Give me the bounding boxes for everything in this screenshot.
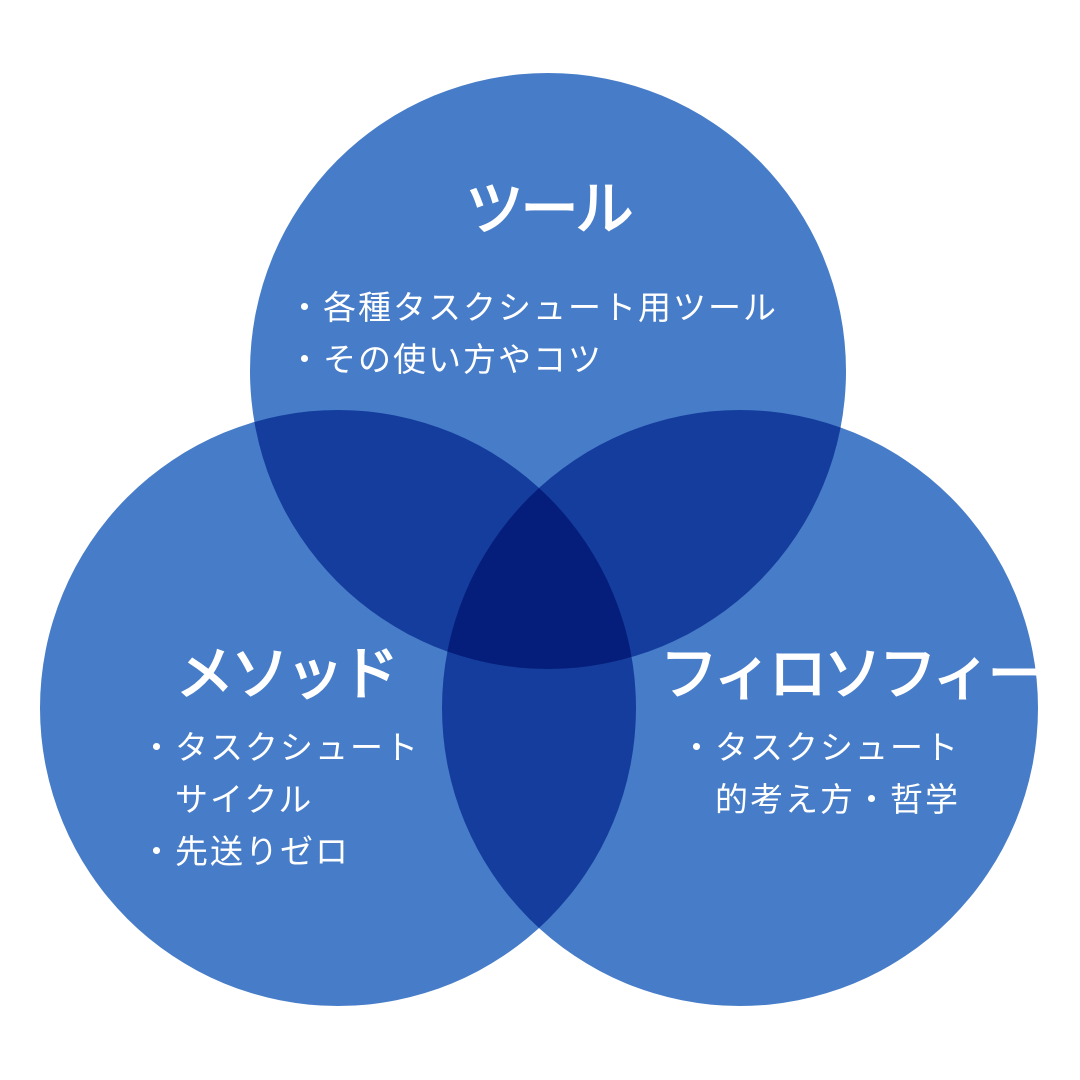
tool-item-1: ・各種タスクシュート用ツール bbox=[288, 288, 778, 327]
philosophy-bullet-list: ・タスクシュート 的考え方・哲学 bbox=[680, 722, 960, 826]
tool-bullet-list: ・各種タスクシュート用ツール ・その使い方やコツ bbox=[288, 282, 778, 386]
tool-title: ツール bbox=[465, 175, 633, 243]
philosophy-item-1: ・タスクシュート bbox=[680, 728, 960, 767]
philosophy-title: フィロソフィー bbox=[660, 640, 1046, 708]
philosophy-circle bbox=[442, 410, 1038, 1006]
philosophy-item-2: 的考え方・哲学 bbox=[680, 780, 960, 819]
method-item-2: サイクル bbox=[140, 780, 314, 819]
method-title: メソッド bbox=[176, 640, 399, 708]
tool-item-2: ・その使い方やコツ bbox=[288, 340, 603, 379]
method-item-3: ・先送りゼロ bbox=[140, 832, 350, 871]
method-bullet-list: ・タスクシュート サイクル ・先送りゼロ bbox=[140, 722, 420, 878]
method-item-1: ・タスクシュート bbox=[140, 728, 420, 767]
